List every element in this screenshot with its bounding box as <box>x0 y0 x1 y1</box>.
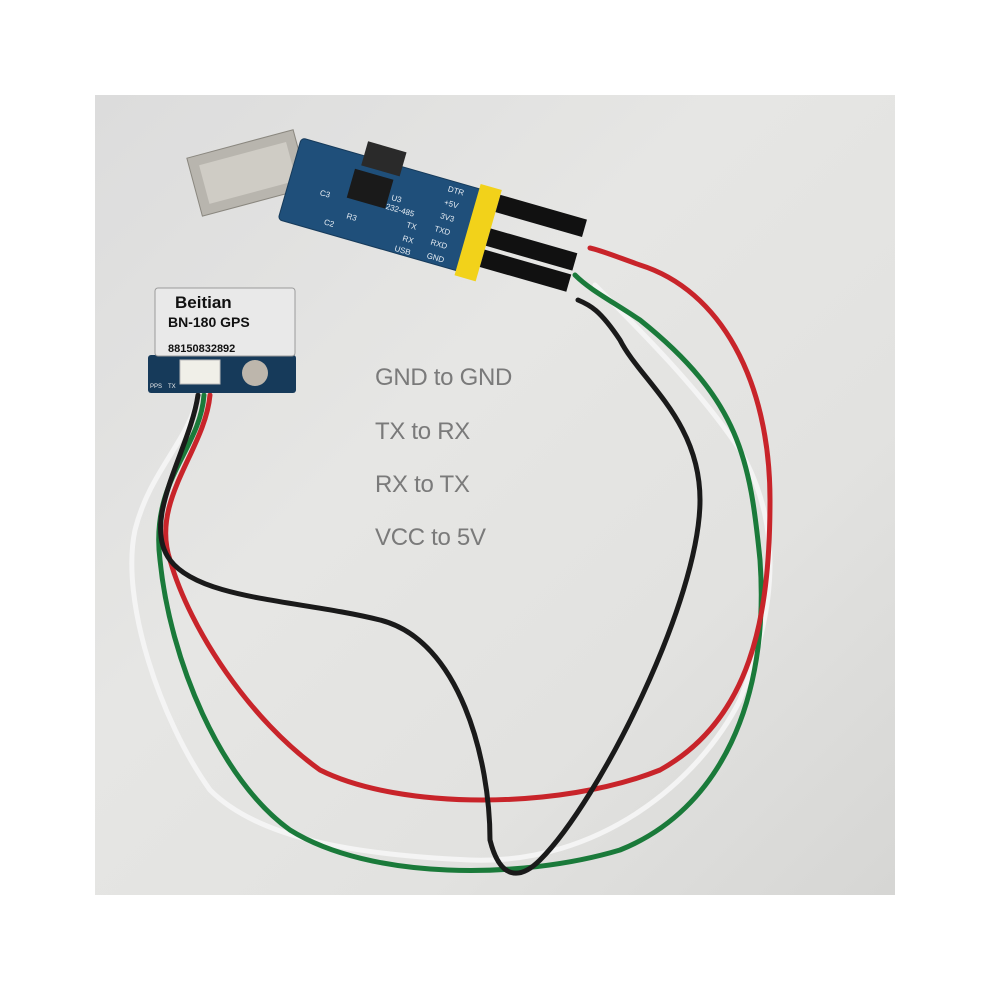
gps-module: Beitian BN-180 GPS 88150832892 PPS TX <box>148 287 296 393</box>
led-label-rx: RX <box>402 234 416 246</box>
led-label-usb: USB <box>393 244 411 257</box>
gps-model: BN-180 GPS <box>168 314 250 330</box>
led-label-tx: TX <box>405 220 418 232</box>
instruction-vcc: VCC to 5V <box>375 524 486 551</box>
pin-label-3v3: 3V3 <box>439 211 456 224</box>
pin-label-dtr: DTR <box>447 184 465 197</box>
usb-adapter-pcb: DTR +5V 3V3 TXD RXD GND TX RX USB U3 232… <box>278 138 587 292</box>
gps-pin-pps: PPS <box>150 384 162 390</box>
chip-label-c2: C2 <box>323 217 336 229</box>
gps-pin-tx: TX <box>168 384 176 390</box>
pin-label-5v: +5V <box>443 198 460 211</box>
chip-label-r3: R3 <box>345 211 358 223</box>
instruction-tx: TX to RX <box>375 418 470 445</box>
instruction-rx: RX to TX <box>375 471 470 498</box>
chip-label-c3: C3 <box>319 188 332 200</box>
wire-black <box>158 297 703 876</box>
instruction-gnd: GND to GND <box>375 364 513 391</box>
wire-red <box>163 245 773 803</box>
pin-label-txd: TXD <box>433 224 451 237</box>
gps-brand: Beitian <box>175 293 232 312</box>
chip-label-u3: U3 <box>390 193 403 205</box>
usb-plug <box>186 129 310 217</box>
wire-green <box>156 272 764 873</box>
gps-serial: 88150832892 <box>168 343 235 355</box>
